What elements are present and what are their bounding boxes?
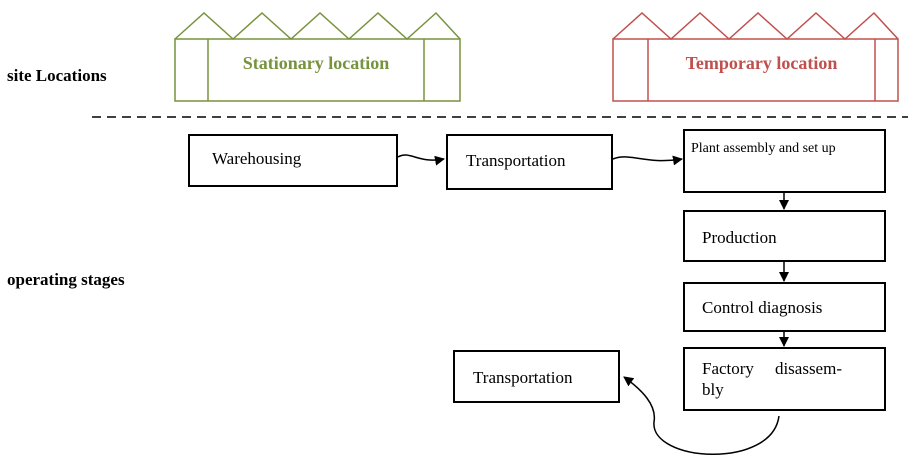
temporary-factory-icon: [612, 11, 899, 102]
factory-disassembly-label: Factory disassem-bly: [702, 359, 842, 400]
temporary-location-label: Temporary location: [685, 53, 838, 73]
transportation-end-box: Transportation: [453, 350, 620, 403]
operating-stages-label: operating stages: [7, 270, 125, 289]
transportation-label: Transportation: [466, 151, 566, 170]
arrow-transportation-to-assembly: [612, 155, 683, 166]
arrow-disassembly-to-transportation: [623, 376, 780, 455]
plant-assembly-label: Plant assembly and set up: [691, 141, 836, 156]
transportation-end-label: Transportation: [473, 368, 573, 387]
plant-assembly-box: Plant assembly and set up: [683, 129, 886, 193]
control-diagnosis-label: Control diagnosis: [702, 298, 823, 317]
control-diagnosis-box: Control diagnosis: [683, 282, 886, 332]
warehousing-box: Warehousing: [188, 134, 398, 187]
arrow-warehousing-to-transportation: [397, 154, 445, 166]
factory-disassembly-box: Factory disassem-bly: [683, 347, 886, 411]
site-locations-label: site Locations: [7, 66, 107, 85]
transportation-box: Transportation: [446, 134, 613, 190]
production-label: Production: [702, 228, 777, 247]
warehousing-label: Warehousing: [212, 149, 302, 168]
stationary-factory-icon: [174, 11, 461, 102]
stationary-location-label: Stationary location: [242, 53, 390, 73]
production-box: Production: [683, 210, 886, 262]
